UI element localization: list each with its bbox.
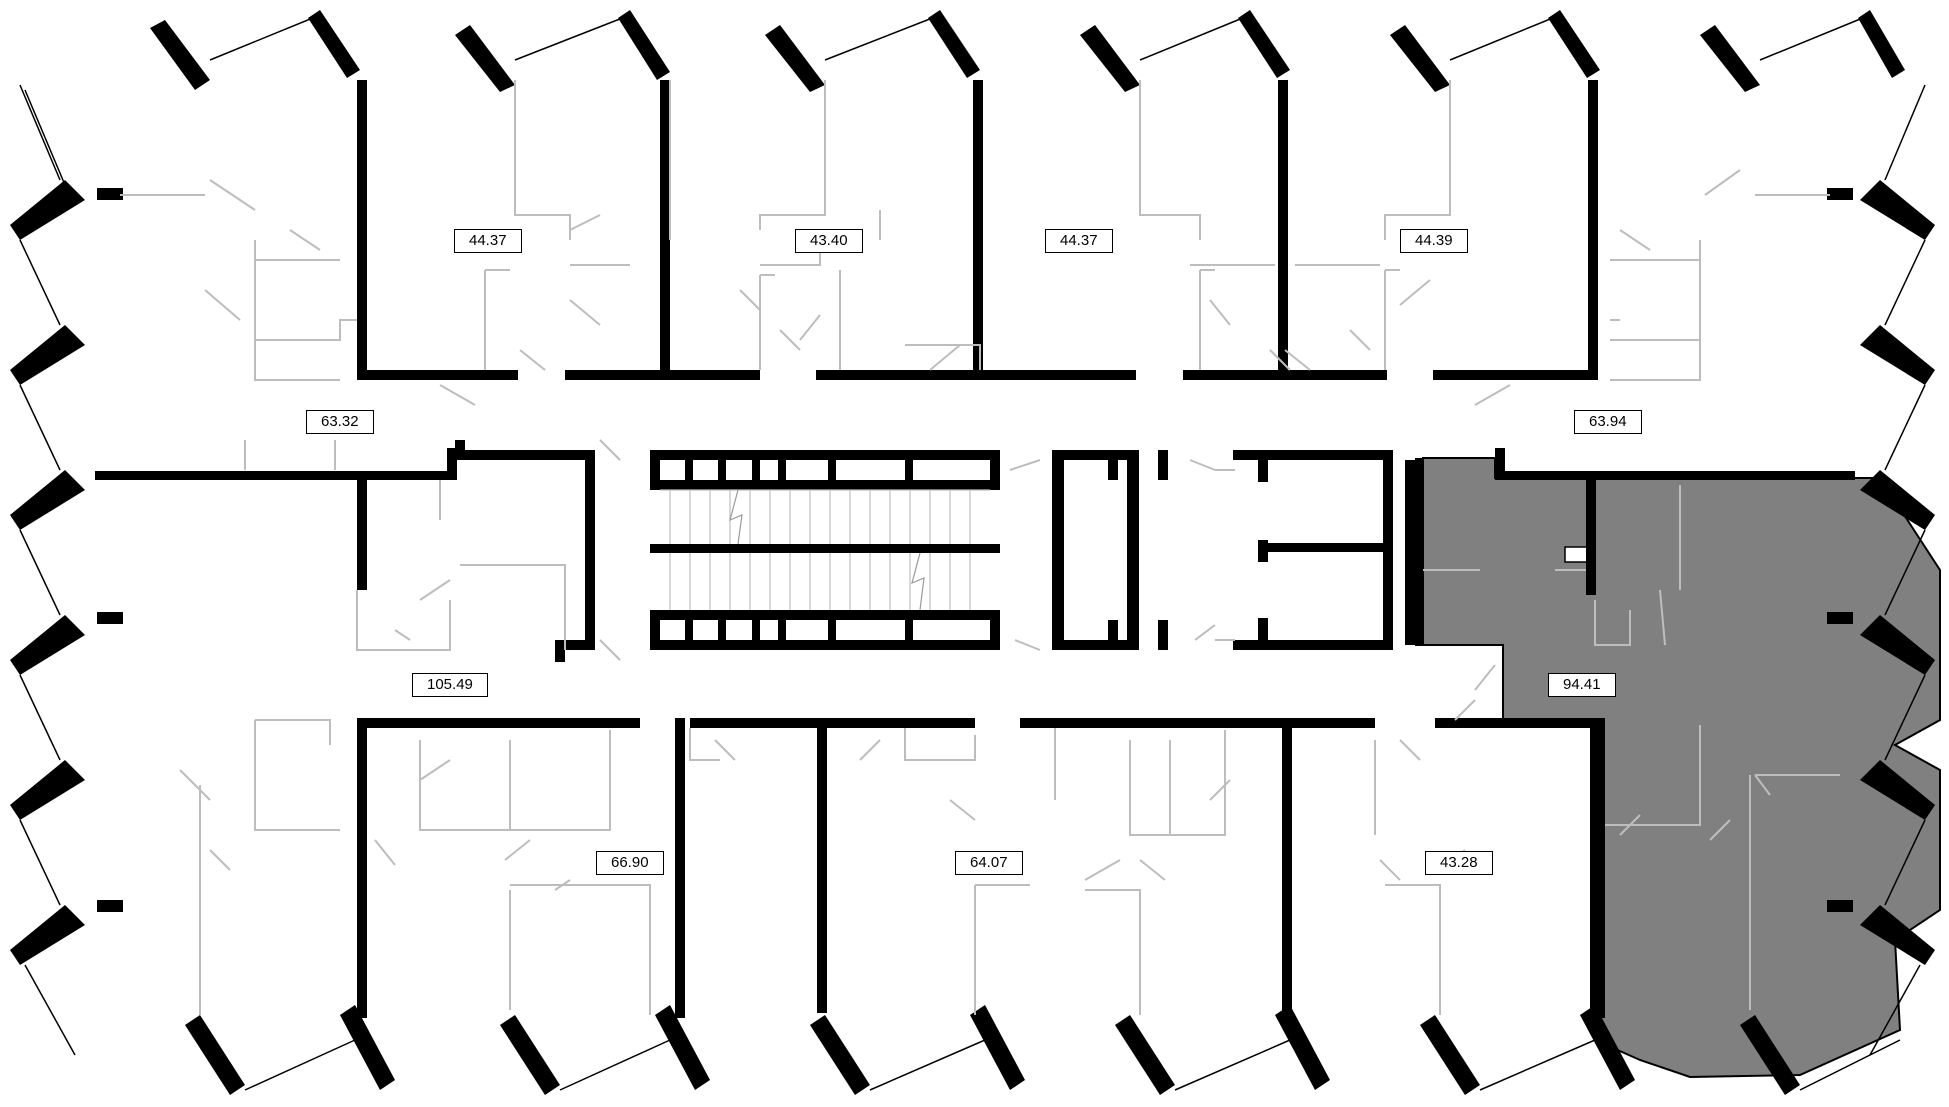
building-core [455,440,1423,662]
interior-partitions [120,80,1830,1015]
area-label-unit-top-3[interactable]: 44.37 [1045,229,1113,253]
area-label-unit-bottom-3[interactable]: 43.28 [1425,851,1493,875]
area-label-unit-left-upper[interactable]: 63.32 [306,410,374,434]
area-label-unit-left-lower[interactable]: 105.49 [412,673,488,697]
selected-apartment-fill[interactable] [1422,457,1941,1079]
outer-walls [10,10,1935,1095]
area-label-unit-right-upper[interactable]: 63.94 [1574,410,1642,434]
area-label-unit-top-2[interactable]: 43.40 [795,229,863,253]
selected-unit-shaft [1564,546,1588,563]
area-label-unit-selected[interactable]: 94.41 [1548,673,1616,697]
windows [19,14,1926,1091]
area-label-unit-top-4[interactable]: 44.39 [1400,229,1468,253]
area-label-unit-top-1[interactable]: 44.37 [454,229,522,253]
area-label-unit-bottom-1[interactable]: 66.90 [596,851,664,875]
area-label-unit-bottom-2[interactable]: 64.07 [955,851,1023,875]
